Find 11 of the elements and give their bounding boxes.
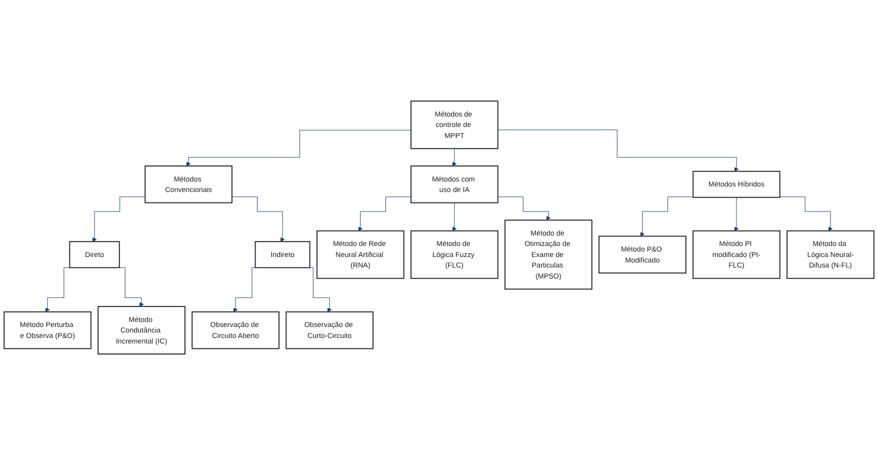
- arrow: [232, 196, 285, 242]
- arrow: [358, 196, 412, 232]
- arrow: [498, 130, 739, 172]
- arrow: [452, 202, 457, 232]
- arrow: [186, 130, 412, 166]
- arrow: [734, 197, 739, 232]
- arrow: [640, 196, 694, 236]
- arrow: [452, 148, 457, 166]
- arrow: [498, 196, 551, 220]
- arrow: [92, 196, 146, 242]
- arrow: [780, 196, 833, 232]
